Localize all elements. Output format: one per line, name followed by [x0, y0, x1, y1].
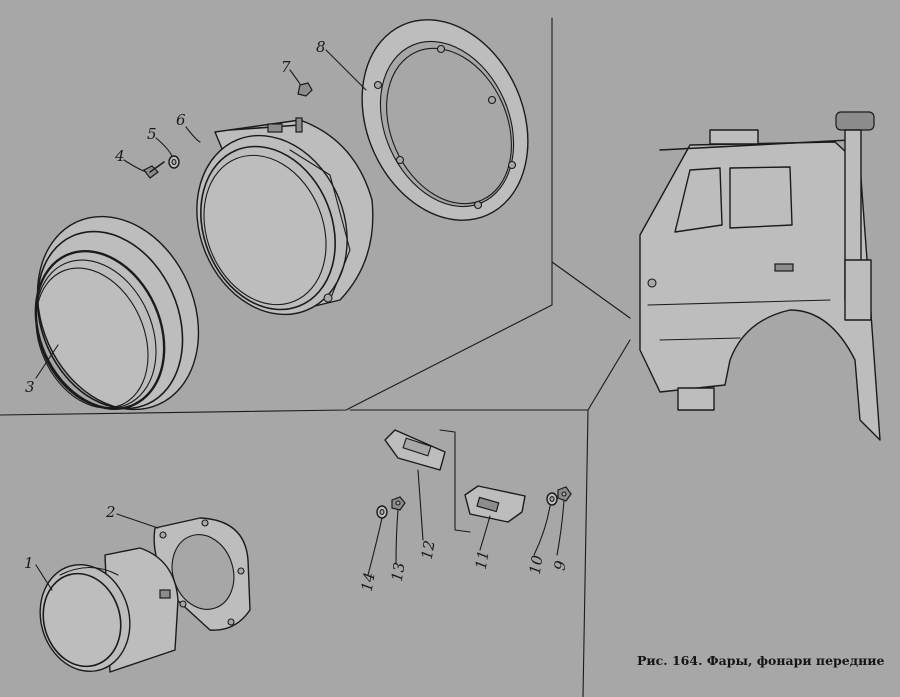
screw-part-4	[143, 161, 165, 179]
callout-5: 5	[147, 125, 157, 143]
side-light-part-1	[39, 547, 179, 673]
callout-8: 8	[316, 38, 326, 56]
mounting-ring-part-8	[361, 19, 529, 221]
washer-part-10	[546, 492, 558, 506]
callout-13: 13	[388, 561, 409, 583]
callout-10: 10	[526, 553, 547, 575]
callout-2: 2	[105, 503, 116, 521]
callout-12: 12	[418, 539, 439, 561]
gasket-part-12	[384, 429, 471, 533]
callout-labels: 1 2 3 4 5 6 7 8 9 10 11 12 13 14	[24, 38, 570, 593]
nut-part-7	[297, 82, 313, 97]
callout-9: 9	[550, 559, 569, 572]
callout-4: 4	[114, 147, 125, 165]
callout-1: 1	[24, 554, 34, 572]
callout-3: 3	[25, 378, 35, 396]
callout-11: 11	[472, 549, 493, 571]
background-panel-lines	[0, 17, 631, 697]
callout-7: 7	[281, 58, 291, 76]
figure-caption: Рис. 164. Фары, фонари передние	[637, 653, 885, 668]
nut-part-13	[391, 496, 406, 511]
leader-lines	[35, 49, 565, 591]
side-light-housing-part-11	[464, 485, 526, 523]
callout-14: 14	[358, 571, 379, 593]
headlamp-rim-part-3	[34, 215, 200, 411]
nut-part-9	[557, 486, 572, 502]
callout-6: 6	[176, 111, 186, 129]
headlamp-unit-part-6	[196, 117, 374, 316]
washer-part-14	[376, 505, 388, 519]
truck-cab	[639, 111, 881, 441]
washer-part-5	[168, 155, 180, 169]
